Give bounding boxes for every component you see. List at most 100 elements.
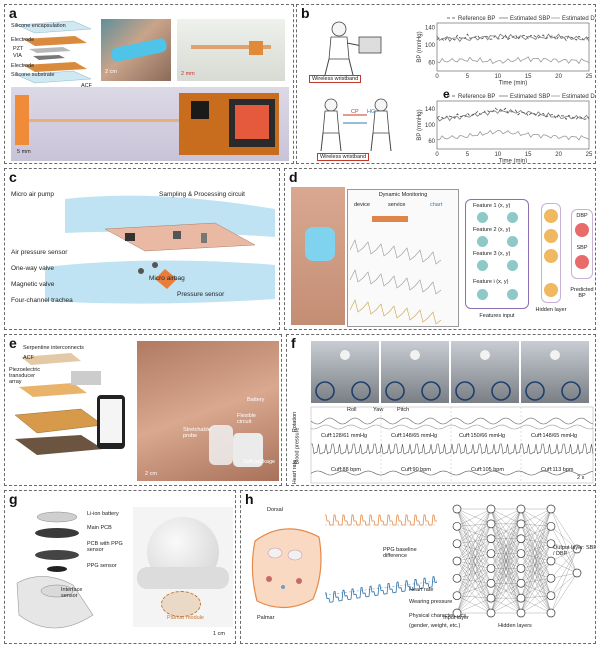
series-line bbox=[436, 129, 590, 141]
nn-node bbox=[546, 608, 556, 618]
nn-node bbox=[452, 573, 462, 583]
nn-edge bbox=[520, 523, 552, 596]
panel-b-label: b bbox=[301, 5, 310, 21]
legend-label: Reference BP bbox=[458, 94, 495, 100]
feature-0: Feature 1 (x, y) bbox=[473, 203, 511, 209]
f-hr-3: Cuff:113 bpm bbox=[541, 467, 574, 473]
nn-node bbox=[572, 544, 582, 554]
y-tick-label: 100 bbox=[425, 123, 436, 129]
nn-edge bbox=[456, 508, 492, 527]
series-line bbox=[436, 33, 590, 43]
nn-node bbox=[486, 564, 496, 573]
bike-silhouettes bbox=[315, 350, 581, 401]
ppg-traces bbox=[324, 514, 438, 603]
wrist-photo: 2 cm bbox=[101, 19, 171, 81]
nn-edge bbox=[550, 548, 578, 596]
output-box bbox=[571, 209, 593, 279]
y-tick-label: 140 bbox=[425, 25, 436, 31]
nn-edge bbox=[550, 560, 578, 574]
app-tab-chart[interactable]: chart bbox=[430, 202, 443, 208]
nn-node bbox=[486, 504, 496, 514]
nn-node bbox=[546, 539, 556, 549]
nn-edge bbox=[550, 526, 578, 574]
nn-edge bbox=[520, 508, 552, 527]
h-input-layer: Input layer bbox=[443, 615, 469, 621]
ppg-trace bbox=[324, 576, 438, 603]
nn-edge bbox=[456, 543, 492, 614]
nn-node bbox=[572, 568, 582, 578]
nn-edge bbox=[490, 508, 522, 539]
nn-edge bbox=[520, 578, 552, 614]
chest-photo bbox=[137, 341, 279, 481]
nn-edge bbox=[520, 538, 552, 579]
panel-g: g Li-ion battery Main PCB PCB with PPG s… bbox=[4, 490, 236, 644]
baseline bbox=[324, 580, 438, 596]
e-item-0: Serpentine interconnects bbox=[23, 345, 84, 351]
e-item-5: Stretchable probe bbox=[183, 427, 211, 440]
x-tick-label: 10 bbox=[494, 74, 501, 80]
legend-label: Estimated SBP bbox=[510, 94, 550, 100]
nn-node bbox=[452, 521, 462, 531]
nn-edge bbox=[550, 572, 578, 596]
nn-node bbox=[452, 504, 462, 514]
nn-edge bbox=[520, 568, 552, 596]
g-scale: 1 cm bbox=[213, 631, 225, 637]
nn-edge bbox=[456, 560, 492, 599]
nn-edge bbox=[456, 595, 492, 614]
app-tab-service[interactable]: service bbox=[388, 202, 406, 208]
features-box bbox=[465, 199, 529, 309]
nn-node bbox=[546, 573, 556, 583]
nn-edge bbox=[456, 508, 492, 524]
nn-edge bbox=[520, 526, 552, 599]
nn-edge bbox=[456, 578, 492, 584]
nn-edge bbox=[550, 508, 578, 550]
y-tick-label: 140 bbox=[425, 107, 436, 113]
seated-user-drawing bbox=[324, 21, 382, 76]
panel-a: a Silicone encapsulation Electrode PZT V… bbox=[4, 4, 294, 164]
nn-edge bbox=[520, 543, 552, 584]
nn-edge bbox=[456, 568, 492, 596]
nn-edge bbox=[456, 508, 492, 579]
x-tick-label: 0 bbox=[435, 74, 439, 80]
nn-node bbox=[546, 504, 556, 514]
h-text-3: Physical characteristics bbox=[409, 613, 467, 619]
sbp-label: SBP bbox=[576, 245, 588, 251]
nn-edge bbox=[456, 526, 492, 599]
nn-node bbox=[486, 549, 496, 558]
nn-edge bbox=[520, 538, 552, 596]
nn-edge bbox=[456, 543, 492, 554]
nn-edge bbox=[520, 583, 552, 614]
layer-label-1: Electrode bbox=[11, 37, 35, 43]
nn-edge bbox=[456, 508, 492, 544]
series-line bbox=[436, 108, 590, 122]
h-text-4: (gender, weight, etc.) bbox=[409, 623, 461, 629]
nn-edge bbox=[456, 526, 492, 614]
panel-b: b e Wireless wristband CP HG Wireless wr… bbox=[296, 4, 596, 164]
layer-label-2: PZT bbox=[13, 46, 24, 52]
nn-edge bbox=[456, 583, 492, 596]
nn-edge bbox=[520, 508, 552, 544]
y-tick-label: 100 bbox=[425, 43, 436, 49]
nn-edge bbox=[520, 598, 552, 614]
nn-node bbox=[486, 534, 496, 544]
nn-edge bbox=[520, 578, 552, 584]
nn-edge bbox=[520, 538, 552, 614]
app-tab-device[interactable]: device bbox=[354, 202, 370, 208]
nn-edge bbox=[520, 508, 552, 524]
series-line bbox=[436, 33, 590, 42]
nn-edge bbox=[456, 508, 492, 599]
nn-edge bbox=[456, 508, 492, 584]
h-dorsal: Dorsal bbox=[267, 507, 283, 513]
nn-node bbox=[452, 591, 462, 601]
g-item-0: Li-ion battery bbox=[87, 511, 119, 517]
nn-edge bbox=[520, 526, 552, 554]
nn-edge bbox=[520, 578, 552, 599]
series-line bbox=[436, 107, 590, 121]
nn-edge bbox=[456, 598, 492, 614]
series-line bbox=[436, 56, 590, 65]
nn-edge bbox=[456, 508, 492, 554]
x-tick-label: 15 bbox=[525, 74, 532, 80]
legend-label: Reference BP bbox=[458, 16, 495, 22]
layer-label-3: VIA bbox=[13, 53, 22, 59]
nn-edge bbox=[456, 508, 492, 614]
